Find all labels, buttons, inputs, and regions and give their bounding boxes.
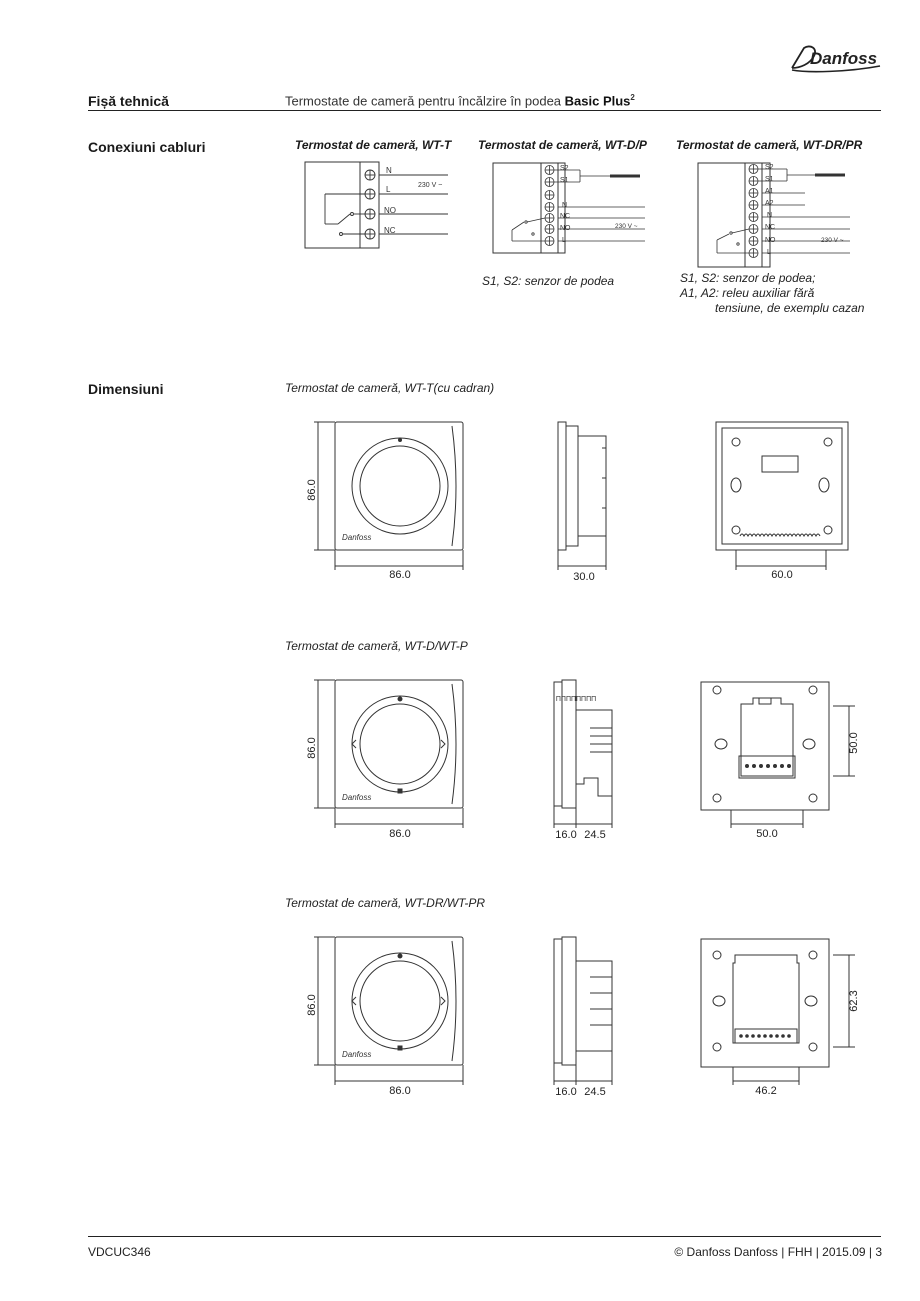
svg-text:Danfoss: Danfoss xyxy=(342,793,371,802)
side-view-wt-drpr: 16.0 24.5 xyxy=(553,936,613,1098)
svg-text:N: N xyxy=(767,212,772,219)
wiring-caption-wt-drpr-3: tensiune, de exemplu cazan xyxy=(715,301,865,315)
svg-text:L: L xyxy=(386,185,391,194)
section-dimensions-title: Dimensiuni xyxy=(88,381,164,397)
dim-label: 16.0 xyxy=(555,1086,576,1098)
dim-label: 86.0 xyxy=(306,994,318,1015)
dim-label: 86.0 xyxy=(306,479,318,500)
back-view-wt-dp: 50.0 50.0 xyxy=(700,681,860,840)
svg-text:NC: NC xyxy=(384,226,396,235)
doc-type: Fișă tehnică xyxy=(88,93,169,109)
logo-wordmark: Danfoss xyxy=(810,49,877,68)
wiring-diagram-wt-drpr: S2 S1 A1 A2 N NC NO L 230 V ~ xyxy=(697,162,850,268)
dim-title-wt-drpr: Termostat de cameră, WT-DR/WT-PR xyxy=(285,896,486,910)
back-view-wt-drpr: 46.2 62.3 xyxy=(700,938,860,1097)
dim-label: 46.2 xyxy=(755,1085,776,1097)
footer-copyright: © Danfoss Danfoss | FHH | 2015.09 | 3 xyxy=(674,1245,882,1259)
dim-label: 24.5 xyxy=(584,829,605,841)
dim-label: 62.3 xyxy=(848,990,860,1011)
dim-title-wt-t: Termostat de cameră, WT-T(cu cadran) xyxy=(285,381,495,395)
svg-text:S1: S1 xyxy=(765,176,774,183)
dim-label: 24.5 xyxy=(584,1086,605,1098)
svg-text:NO: NO xyxy=(765,237,776,244)
front-view-wt-drpr: Danfoss 86.0 86.0 xyxy=(306,936,464,1097)
wiring-caption-wt-drpr-2: A1, A2: releu auxiliar fără xyxy=(680,286,815,300)
dim-label: 86.0 xyxy=(389,1085,410,1097)
svg-text:ПППППППП: ПППППППП xyxy=(556,696,596,703)
svg-text:S2: S2 xyxy=(560,165,569,172)
wiring-title-wt-t: Termostat de cameră, WT-T xyxy=(295,138,452,152)
svg-text:L: L xyxy=(767,249,771,256)
dim-label: 60.0 xyxy=(771,569,792,581)
side-view-wt-dp: ПППППППП 16.0 24.5 xyxy=(553,679,613,841)
svg-text:NC: NC xyxy=(560,213,570,220)
svg-text:N: N xyxy=(562,202,567,209)
svg-text:S1: S1 xyxy=(560,177,569,184)
svg-text:L: L xyxy=(562,237,566,244)
svg-text:230 V ~: 230 V ~ xyxy=(615,223,638,230)
svg-text:S2: S2 xyxy=(765,164,774,171)
svg-text:230 V ~: 230 V ~ xyxy=(418,182,442,189)
svg-text:A2: A2 xyxy=(765,200,774,207)
front-view-wt-dp: Danfoss 86.0 86.0 xyxy=(306,679,464,840)
dim-label: 86.0 xyxy=(389,828,410,840)
dim-label: 50.0 xyxy=(848,732,860,753)
wiring-diagram-wt-t: N L NO NC 230 V ~ xyxy=(304,161,448,249)
doc-title: Termostate de cameră pentru încălzire în… xyxy=(285,93,635,109)
wiring-caption-wt-dp: S1, S2: senzor de podea xyxy=(482,274,615,288)
side-view-wt-t: 30.0 xyxy=(557,421,607,583)
dim-label: 16.0 xyxy=(555,829,576,841)
svg-text:N: N xyxy=(386,166,392,175)
danfoss-logo: Danfoss xyxy=(791,45,881,73)
section-wiring-title: Conexiuni cabluri xyxy=(88,139,206,155)
dim-label: 86.0 xyxy=(306,737,318,758)
svg-text:NO: NO xyxy=(560,225,571,232)
wiring-diagram-wt-dp: S2 S1 N NC NO L 230 V ~ xyxy=(492,162,645,254)
back-view-wt-t: 60.0 xyxy=(715,421,849,581)
svg-text:NO: NO xyxy=(384,206,396,215)
wiring-title-wt-dp: Termostat de cameră, WT-D/P xyxy=(478,138,647,152)
wiring-caption-wt-drpr-1: S1, S2: senzor de podea; xyxy=(680,271,816,285)
svg-text:A1: A1 xyxy=(765,188,774,195)
header-rule xyxy=(88,110,881,111)
dim-label: 86.0 xyxy=(389,569,410,581)
dim-title-wt-dp: Termostat de cameră, WT-D/WT-P xyxy=(285,639,468,653)
footer-rule xyxy=(88,1236,881,1237)
front-view-wt-t: Danfoss 86.0 86.0 xyxy=(306,421,464,581)
wiring-title-wt-drpr: Termostat de cameră, WT-DR/PR xyxy=(676,138,863,152)
svg-text:Danfoss: Danfoss xyxy=(342,1050,371,1059)
dim-label: 50.0 xyxy=(756,828,777,840)
dim-label: 30.0 xyxy=(573,571,594,583)
footer-doc-code: VDCUC346 xyxy=(88,1245,151,1259)
svg-text:Danfoss: Danfoss xyxy=(342,533,371,542)
svg-text:NC: NC xyxy=(765,224,775,231)
svg-text:230 V ~: 230 V ~ xyxy=(821,237,844,244)
